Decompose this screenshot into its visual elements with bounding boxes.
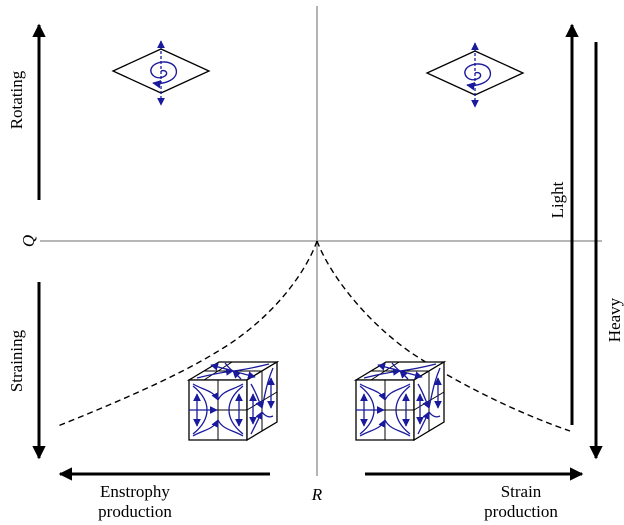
strain-production-label-line2: production [484, 502, 558, 521]
q-axis-label: Q [19, 235, 38, 247]
discriminant-curve-left [57, 240, 318, 427]
strain-production-label-line1: Strain [501, 482, 542, 501]
spiral-focus-icon [113, 41, 209, 105]
straining-label: Straining [7, 329, 26, 392]
spiral-focus-icon [427, 43, 523, 107]
rotating-label: Rotating [7, 70, 26, 129]
heavy-label: Heavy [605, 297, 624, 342]
r-axis-label: R [311, 485, 323, 504]
strain-cube-icon [356, 362, 444, 440]
light-label: Light [548, 181, 567, 218]
enstrophy-production-label-line1: Enstrophy [100, 482, 170, 501]
enstrophy-production-label-line2: production [98, 502, 172, 521]
discriminant-curve-right [316, 240, 571, 432]
strain-cube-icon [189, 362, 277, 440]
